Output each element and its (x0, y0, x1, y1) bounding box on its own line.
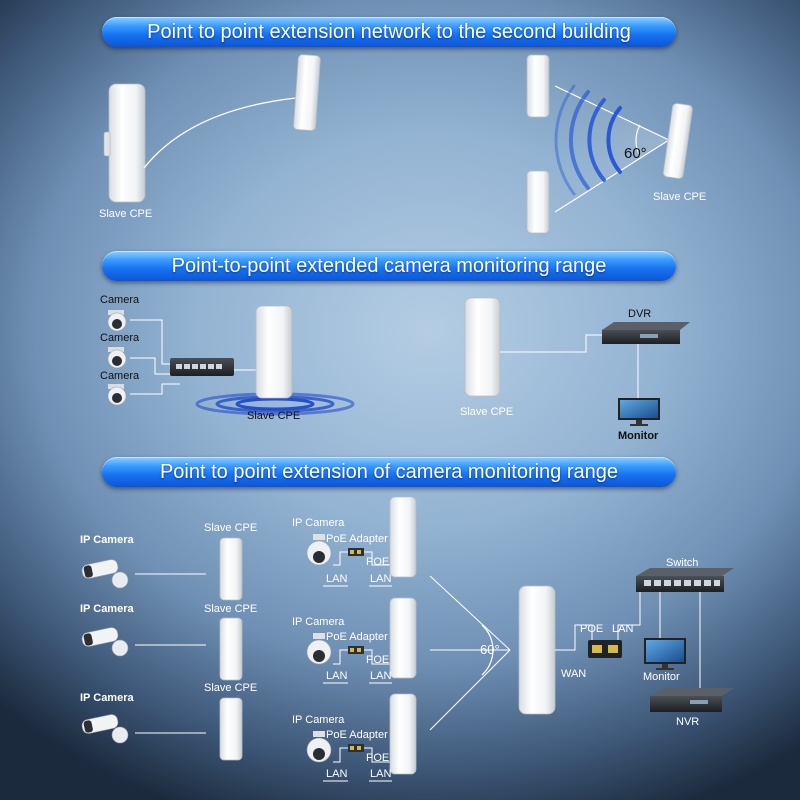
label-ptz-camera-2: IP Camera (292, 616, 345, 628)
banner-section1: Point to point extension network to the … (102, 17, 676, 47)
label-nvr: NVR (676, 716, 700, 728)
ptz-group-1 (306, 496, 417, 587)
banner-section2: Point-to-point extended camera monitorin… (102, 251, 676, 281)
ptz-group-3 (306, 693, 417, 782)
label-poe-master: POE (580, 623, 604, 635)
dome-camera-3 (107, 384, 127, 406)
label-switch: Switch (666, 557, 699, 569)
label-ptz-camera-1: IP Camera (292, 517, 345, 529)
label-monitor-s2: Monitor (618, 430, 659, 442)
bullet-camera-3 (81, 714, 129, 744)
label-poe-2: POE (366, 654, 390, 666)
cpe-middle-top (293, 54, 321, 131)
label-slave-cpe-right: Slave CPE (653, 191, 707, 203)
label-poe-1: POE (366, 556, 390, 568)
label-camera-3: Camera (100, 370, 140, 382)
camera-cables-s2 (130, 319, 258, 395)
label-slave-s3-2: Slave CPE (204, 603, 258, 615)
label-lan2-1: LAN (370, 573, 392, 585)
wireless-link-arc (143, 97, 297, 169)
poe-adapter-master (588, 640, 622, 658)
label-poe-adapter-1: PoE Adapter (326, 533, 388, 545)
label-ip-camera-left-3: IP Camera (80, 692, 134, 704)
label-dvr: DVR (628, 308, 652, 320)
master-cpe-s3 (518, 585, 556, 715)
cpe-pair-bottom (526, 170, 550, 234)
label-lan1-1: LAN (326, 573, 348, 585)
angle-label-s3: 60° (480, 642, 500, 657)
label-wan: WAN (561, 668, 587, 680)
banner-section3: Point to point extension of camera monit… (102, 457, 676, 487)
cable-dvr (500, 334, 602, 353)
cables-master (555, 589, 701, 692)
label-camera-1: Camera (100, 294, 140, 306)
slave-cpe-s2 (255, 305, 293, 399)
bullet-camera-1 (81, 559, 129, 589)
cpe-pair-top (526, 54, 550, 118)
slave-cpe-s3-3 (219, 697, 243, 761)
label-slave-cpe-left: Slave CPE (99, 208, 153, 220)
label-lan2-2: LAN (370, 670, 392, 682)
signal-waves (554, 84, 622, 196)
label-slave-cpe-s2-right: Slave CPE (460, 406, 514, 418)
label-poe-3: POE (366, 752, 390, 764)
ptz-group-2 (306, 597, 417, 684)
slave-cpe-s3-2 (219, 617, 243, 681)
dome-camera-1 (107, 310, 127, 332)
network-switch-s3 (636, 568, 734, 592)
label-monitor-s3: Monitor (643, 671, 680, 683)
slave-cpe-s3-1 (219, 537, 243, 601)
label-slave-cpe-s2: Slave CPE (247, 410, 301, 422)
label-poe-adapter-3: PoE Adapter (326, 729, 388, 741)
label-lan2-3: LAN (370, 768, 392, 780)
wireless-links-s3 (429, 575, 511, 731)
label-ip-camera-left-2: IP Camera (80, 603, 134, 615)
label-lan1-3: LAN (326, 768, 348, 780)
dome-camera-2 (107, 347, 127, 369)
bullet-camera-2 (81, 627, 129, 657)
nvr-device (650, 688, 734, 712)
label-camera-2: Camera (100, 332, 140, 344)
label-slave-s3-3: Slave CPE (204, 682, 258, 694)
master-cpe-s2 (464, 297, 501, 397)
label-lan-master: LAN (612, 623, 634, 635)
label-slave-s3-1: Slave CPE (204, 522, 258, 534)
label-ip-camera-left-1: IP Camera (80, 534, 134, 546)
angle-label-s1: 60° (624, 145, 647, 162)
label-poe-adapter-2: PoE Adapter (326, 631, 388, 643)
cpe-right-receiver (662, 103, 693, 179)
camera-cables-s3 (135, 573, 206, 734)
dvr-device (602, 322, 690, 344)
label-lan1-2: LAN (326, 670, 348, 682)
monitor-s3 (644, 638, 686, 670)
network-switch-s2 (170, 358, 234, 376)
monitor-s2 (618, 398, 660, 426)
label-ptz-camera-3: IP Camera (292, 714, 345, 726)
cpe-left-big (103, 83, 146, 203)
coverage-beam (560, 88, 669, 210)
